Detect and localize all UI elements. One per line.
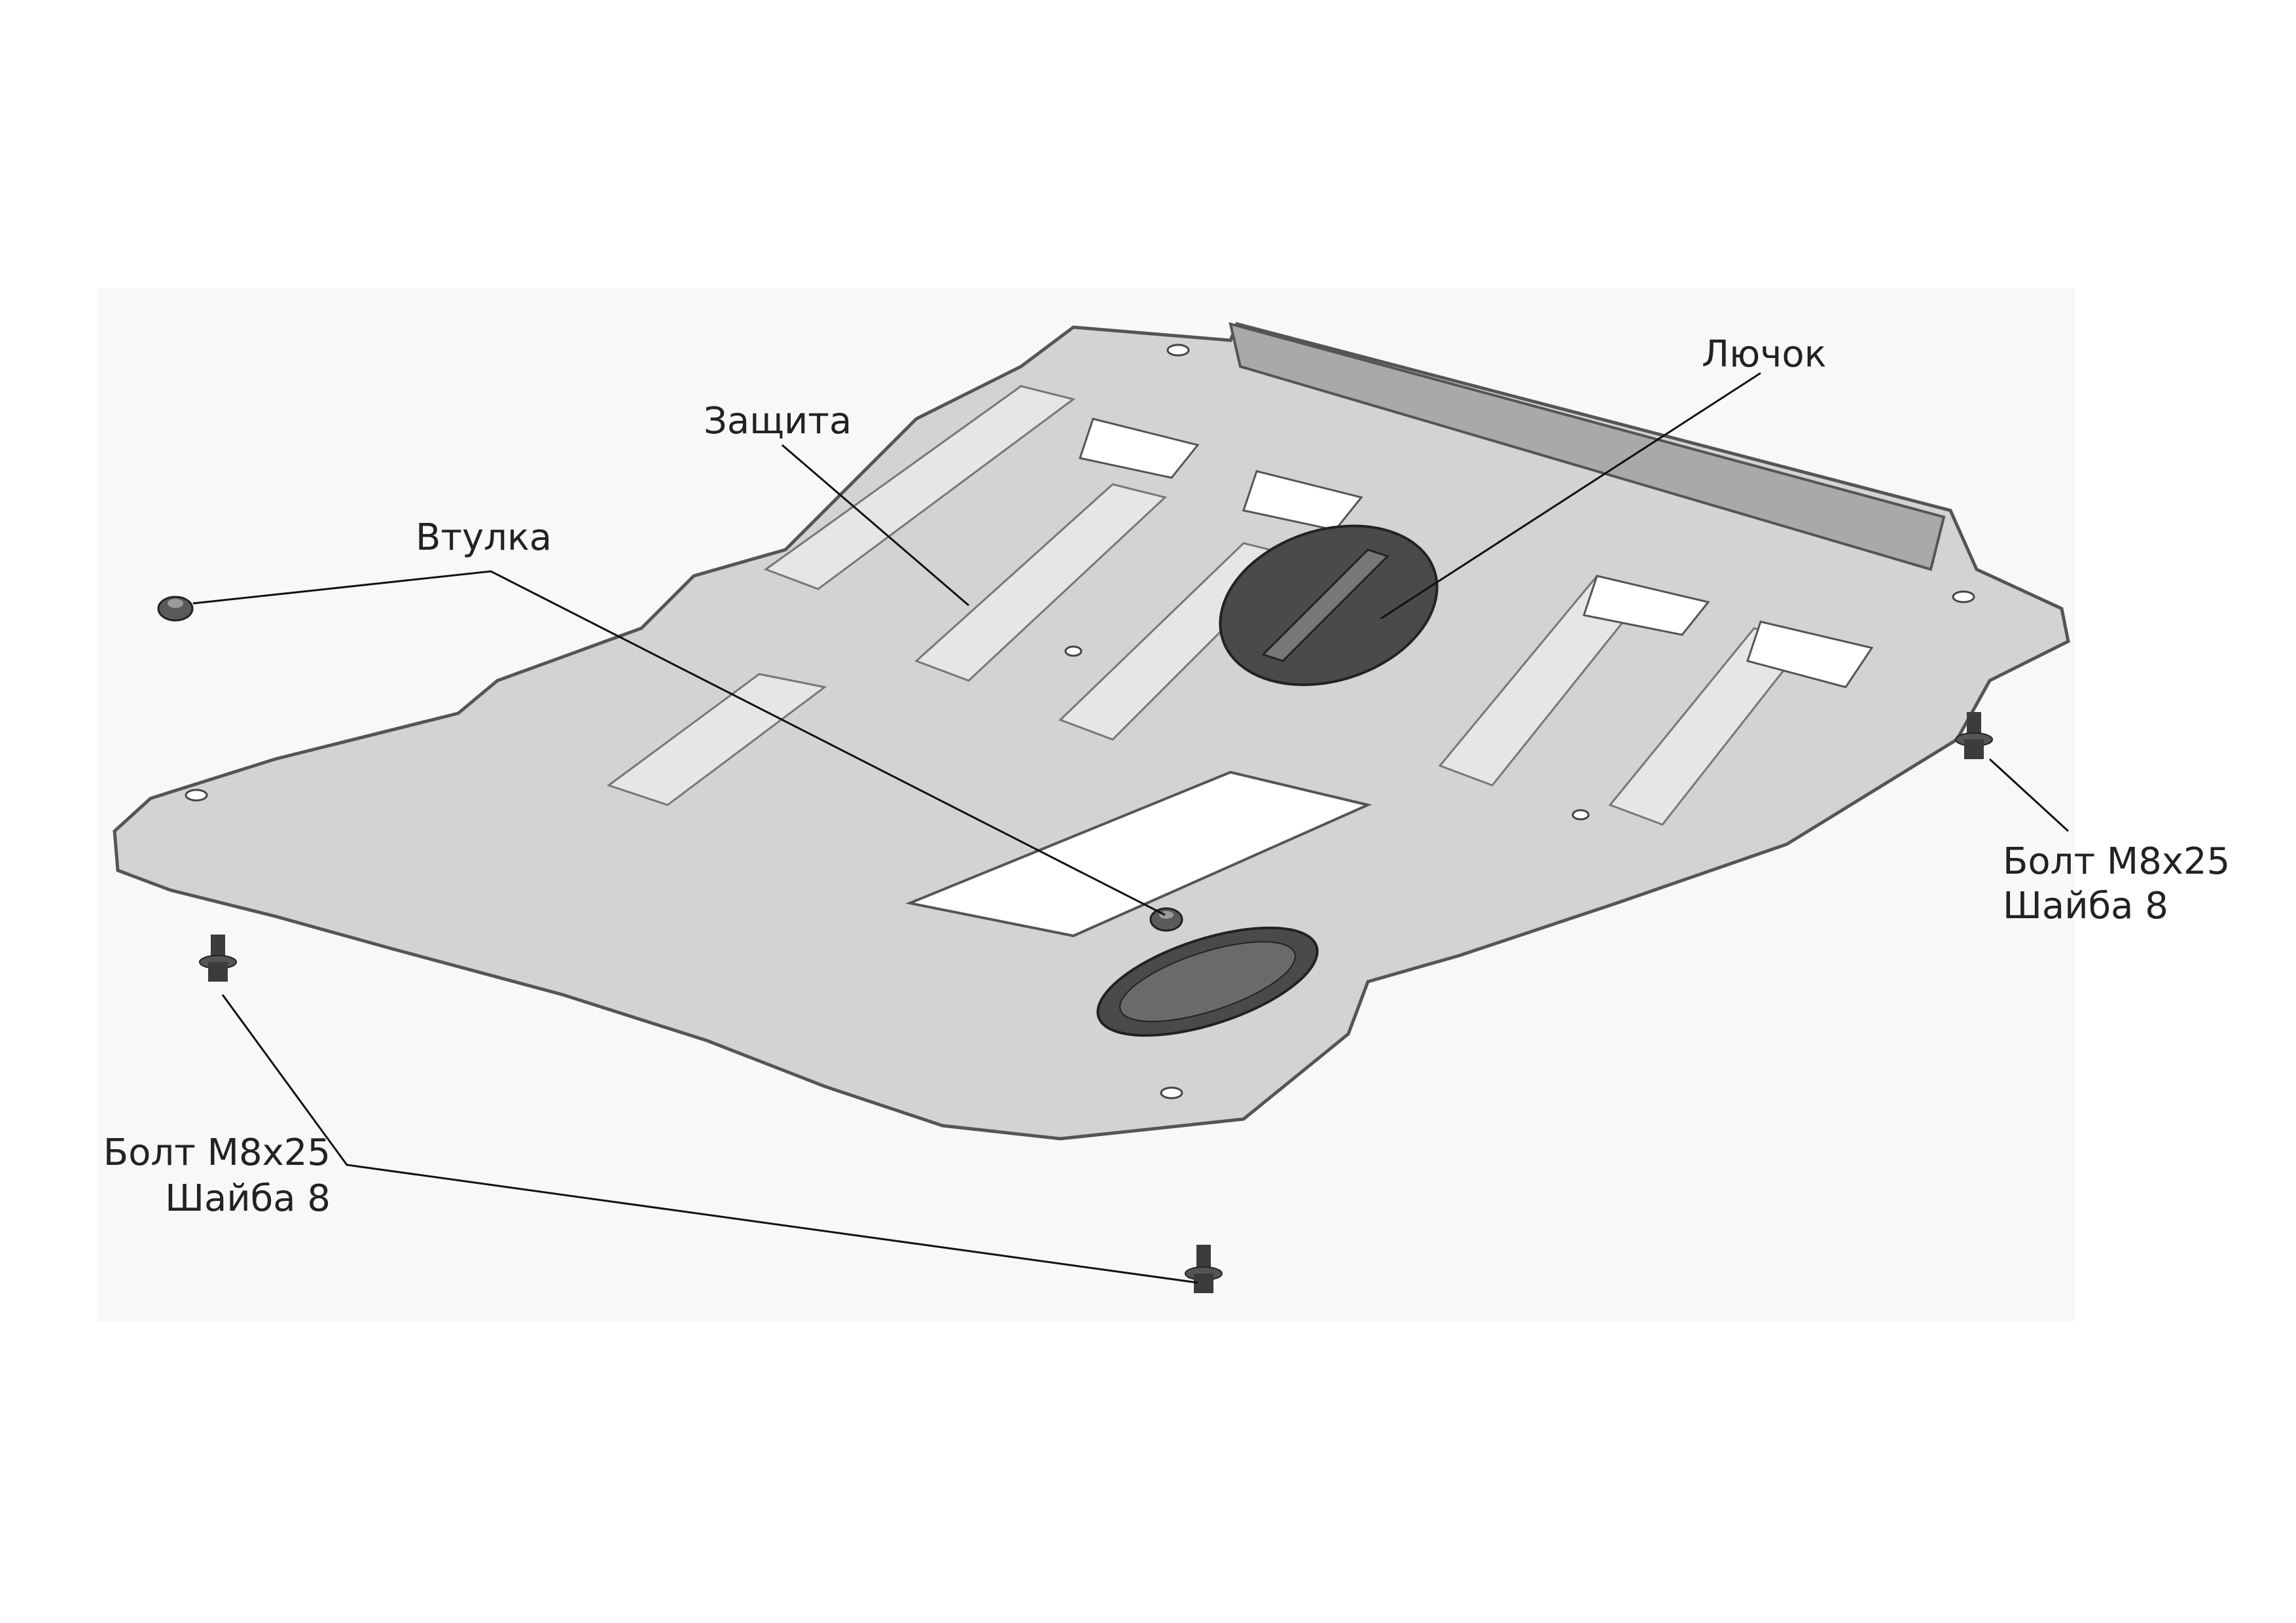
hatch-handle (1261, 548, 1390, 662)
bolt-icon (199, 935, 237, 982)
label-bolt-left: Болт М8х25 (103, 1132, 331, 1174)
rear-flange (1229, 322, 1946, 571)
mounting-hole (185, 789, 208, 802)
front-oval-inner (1119, 941, 1296, 1022)
mounting-hole (1952, 590, 1975, 603)
central-opening (905, 770, 1372, 938)
mounting-hole (1571, 809, 1590, 821)
leader-line-bolt-left (221, 994, 1198, 1284)
label-vtulka: Втулка (416, 516, 552, 559)
service-hatch (1219, 524, 1439, 687)
leader-line-bolt-right (1988, 758, 2070, 832)
stiffening-rib (606, 673, 827, 806)
vent-opening (1746, 620, 1874, 688)
mounting-hole (1064, 645, 1083, 657)
leader-line-lyuchok (1380, 372, 1761, 620)
bolt-icon (1185, 1245, 1223, 1293)
bolt-icon (1955, 712, 1993, 759)
label-lyuchok: Лючок (1702, 333, 1826, 376)
stiffening-rib (914, 483, 1168, 682)
label-washer-right: Шайба 8 (2003, 885, 2168, 927)
bushing-icon (1149, 907, 1183, 932)
stiffening-rib (763, 385, 1076, 590)
label-washer-left: Шайба 8 (165, 1177, 331, 1220)
vent-opening (1583, 575, 1710, 636)
bushing-icon (157, 596, 194, 622)
skid-plate (113, 322, 2070, 1141)
label-zashchita: Защита (704, 400, 852, 442)
mounting-hole (1166, 344, 1190, 357)
vent-opening (1079, 418, 1200, 479)
leader-line-zashchita (781, 444, 969, 607)
leader-line-vtulka (192, 570, 1166, 916)
mounting-hole (1160, 1086, 1183, 1099)
label-bolt-right: Болт М8х25 (2003, 840, 2230, 883)
